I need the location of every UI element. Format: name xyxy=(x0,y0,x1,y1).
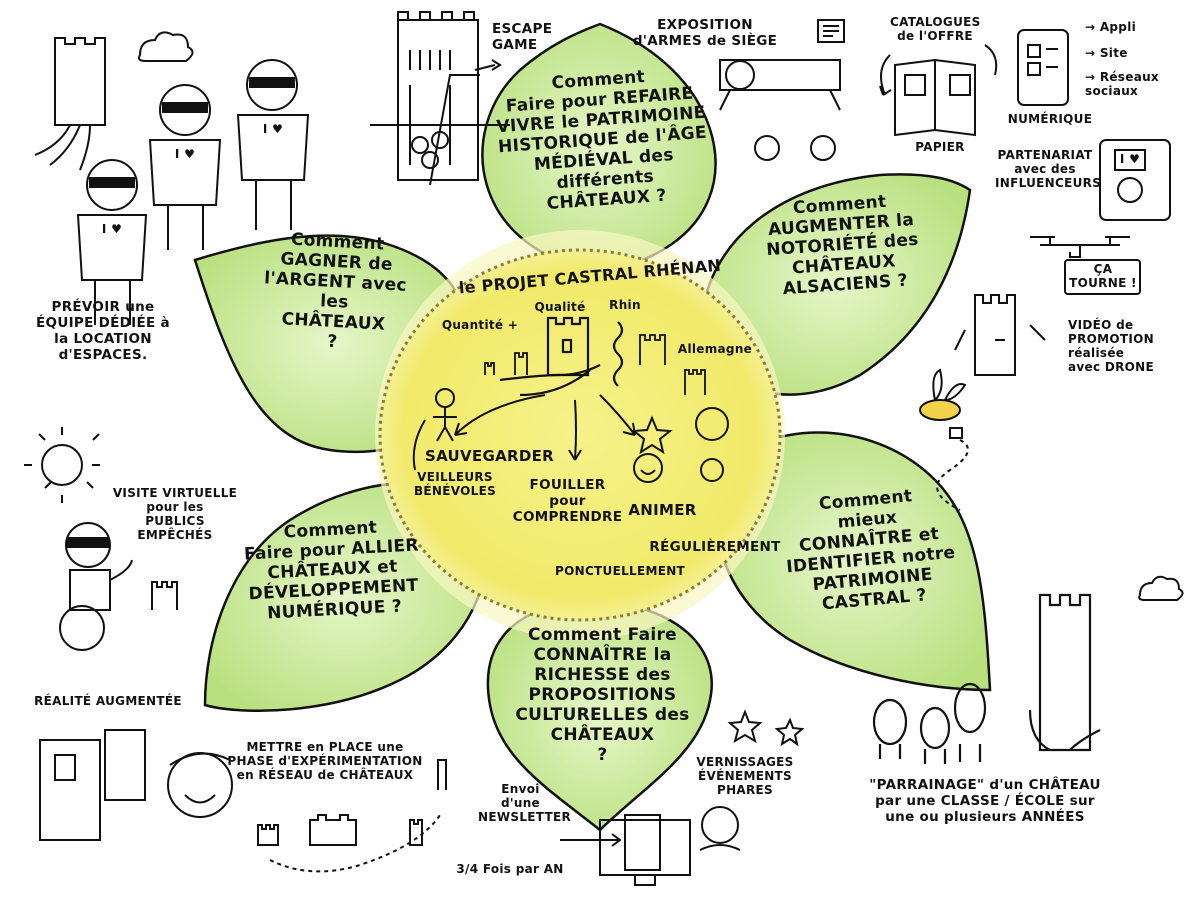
label-appli: → Appli xyxy=(1085,20,1137,34)
phone-app-icon xyxy=(1017,29,1171,221)
petal-top xyxy=(481,22,717,274)
shirt-text-3: I ♥ xyxy=(262,122,284,136)
center-ponctuellement: PONCTUELLEMENT xyxy=(555,564,686,578)
label-exposition: EXPOSITION d'ARMES de SIÈGE xyxy=(632,17,778,49)
label-video-drone: VIDÉO de PROMOTION réalisée avec DRONE xyxy=(1068,318,1154,375)
cloud-icon xyxy=(137,31,1184,601)
label-site: → Site xyxy=(1085,46,1128,60)
happy-faces-icon xyxy=(633,407,729,483)
center-castle-icon xyxy=(499,316,601,397)
phone-heart-text: I ♥ xyxy=(1119,152,1141,166)
label-vernissages: VERNISSAGES ÉVÉNEMENTS PHARES xyxy=(696,755,794,798)
center-disc xyxy=(375,230,785,640)
label-numerique: NUMÉRIQUE xyxy=(1007,112,1093,126)
people-shirts-icon xyxy=(76,59,310,325)
tower-path-icon xyxy=(34,37,106,171)
center-regulierement: RÉGULIÈREMENT xyxy=(649,539,781,555)
small-castles-icon xyxy=(484,334,706,395)
label-frequence: 3/4 Fois par AN xyxy=(456,862,564,876)
center-veilleurs: VEILLEURS BÉNÉVOLES xyxy=(413,470,497,499)
label-escape-game: ESCAPE GAME xyxy=(492,21,553,53)
catalogue-book-icon xyxy=(879,44,998,137)
label-realite-augmentee: RÉALITÉ AUGMENTÉE xyxy=(34,694,182,708)
shirt-text-2: I ♥ xyxy=(174,147,196,161)
center-fouiller: FOUILLER pour COMPRENDRE xyxy=(512,477,623,525)
tower-character-icon xyxy=(954,294,1046,376)
petal-left-question: Comment GAGNER de l'ARGENT avec les CHÂT… xyxy=(263,229,408,353)
volunteer-figure-icon xyxy=(433,388,457,442)
arrows-center xyxy=(412,394,636,471)
label-newsletter: Envoi d'une NEWSLETTER xyxy=(478,782,572,825)
label-papier: PAPIER xyxy=(915,140,965,154)
petal-right xyxy=(714,431,992,692)
star-icon xyxy=(631,415,673,455)
label-catalogues: CATALOGUES de l'OFFRE xyxy=(890,15,981,44)
label-experimentation: METTRE en PLACE une PHASE d'EXPÉRIMENTAT… xyxy=(227,740,423,783)
escape-game-icon xyxy=(370,11,510,186)
drone-icon xyxy=(1030,236,1141,295)
label-equipe: PRÉVOIR une ÉQUIPE DÉDIÉE à la LOCATION … xyxy=(36,299,170,363)
center-sauvegarder: SAUVEGARDER xyxy=(425,447,555,465)
wheelchair-person-icon xyxy=(59,522,178,651)
castle-network-icon xyxy=(257,759,447,873)
petal-top-right xyxy=(698,173,972,396)
center-animer: ANIMER xyxy=(628,501,697,519)
label-reseaux: → Réseaux sociaux xyxy=(1085,70,1159,99)
label-ca-tourne: ÇA TOURNE ! xyxy=(1069,262,1137,291)
petal-bottom xyxy=(486,600,713,832)
sponsorship-tower-icon xyxy=(872,593,1101,764)
petal-right-question: Comment mieux CONNAÎTRE et IDENTIFIER no… xyxy=(785,486,957,615)
center-allemagne: Allemagne xyxy=(677,342,753,356)
sun-icon xyxy=(24,427,100,503)
label-parrainage: "PARRAINAGE" d'un CHÂTEAU par une CLASSE… xyxy=(869,777,1101,825)
label-partenariat: PARTENARIAT avec des INFLUENCEURS xyxy=(995,148,1102,191)
augmented-reality-icon xyxy=(39,729,233,841)
center-qualite: Qualité xyxy=(534,300,586,314)
shirt-text-1: I ♥ xyxy=(101,222,123,236)
petal-bottom-left-question: Comment Faire pour ALLIER CHÂTEAUX et DÉ… xyxy=(243,517,420,624)
center-rhin: Rhin xyxy=(609,298,641,312)
siege-weapon-icon xyxy=(719,19,845,161)
stars-icon xyxy=(727,709,805,747)
bee-icon xyxy=(919,368,969,511)
petal-top-question: Comment Faire pour REFAIRE VIVRE le PATR… xyxy=(495,66,708,215)
petal-bottom-question: Comment Faire CONNAÎTRE la RICHESSE des … xyxy=(515,625,690,766)
petal-top-right-question: Comment AUGMENTER la NOTORIÉTÉ des CHÂTE… xyxy=(765,191,920,300)
newsletter-screen-icon xyxy=(560,806,741,886)
rhine-river-icon xyxy=(612,321,624,387)
center-quantite: Quantité + xyxy=(441,318,519,332)
label-visite-virtuelle: VISITE VIRTUELLE pour les PUBLICS EMPÊCH… xyxy=(112,486,238,543)
